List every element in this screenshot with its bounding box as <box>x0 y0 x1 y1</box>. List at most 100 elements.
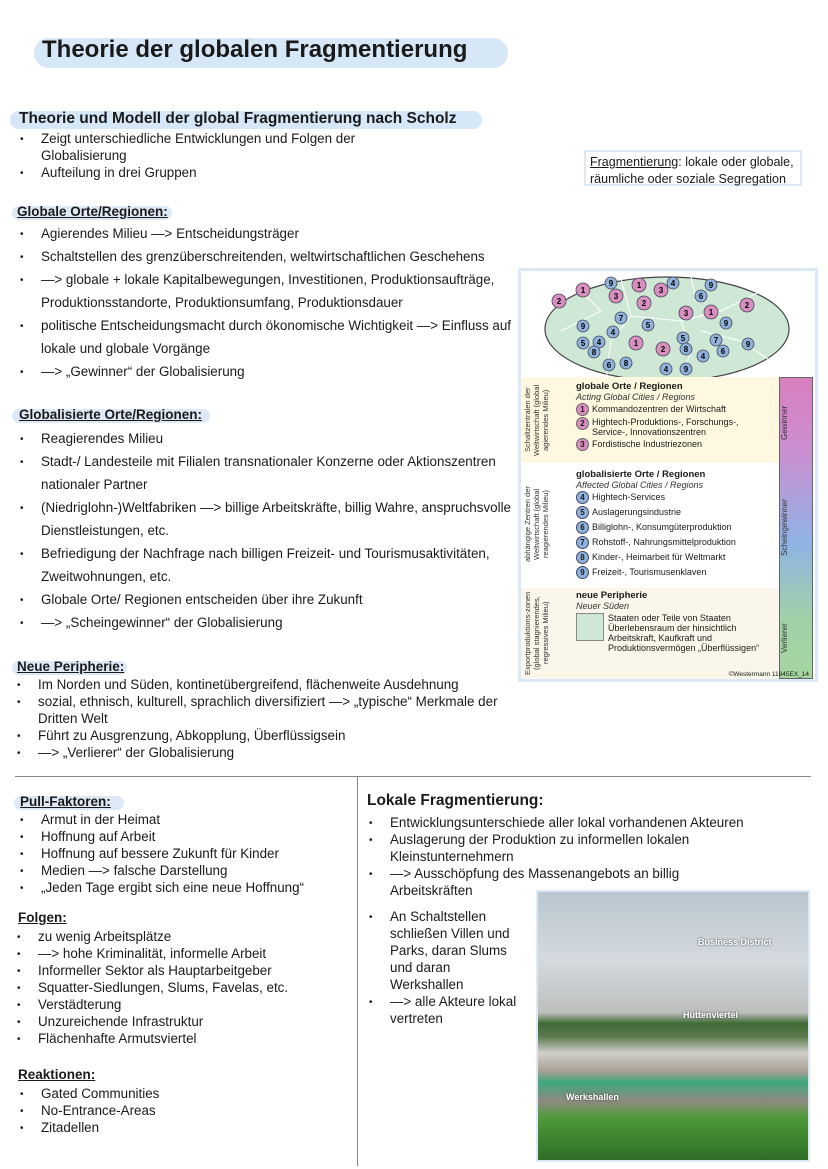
svg-text:2: 2 <box>557 297 562 306</box>
list-item: —> Ausschöpfung des Massenangebots an bi… <box>366 865 720 899</box>
list-item: Verstädterung <box>14 996 349 1014</box>
marker-icon: 6 <box>576 521 589 535</box>
svg-text:8: 8 <box>592 348 597 357</box>
svg-text:3: 3 <box>614 292 619 301</box>
map-marker-8: 8 <box>619 356 633 370</box>
legend-text: Hightech-Produktions-, Forschungs-, Serv… <box>592 417 739 437</box>
map-marker-4: 4 <box>592 335 606 349</box>
band-title: neue Peripherie <box>576 590 648 601</box>
map-marker-1: 1 <box>628 335 644 351</box>
map-marker-5: 5 <box>676 331 690 345</box>
heading-highlight <box>14 796 124 810</box>
lokal-list-2: An Schaltstellen schließen Villen und Pa… <box>366 908 526 1027</box>
periphery-map-icon <box>576 613 604 641</box>
map-marker-6: 6 <box>716 344 730 358</box>
slum-city-photo: Business District Hüttenviertel Werkshal… <box>536 890 810 1162</box>
legend-text: Rohstoff-, Nahrungsmittelproduktion <box>592 537 736 547</box>
list-item: Hoffnung auf bessere Zukunft für Kinder <box>17 845 352 863</box>
photo-label: Werkshallen <box>566 1092 619 1102</box>
legend-text: Kommandozentren der Wirtschaft <box>592 404 727 414</box>
band-legend: neue Peripherie Neuer Süden Staaten oder… <box>576 590 776 653</box>
list-item: Globale Orte/ Regionen entscheiden über … <box>17 588 517 612</box>
list-item: Reagierendes Milieu <box>17 427 517 451</box>
scale-label-scheingewinner: Scheingewinner <box>780 499 789 557</box>
map-marker-4: 4 <box>659 362 673 376</box>
svg-text:9: 9 <box>609 279 614 288</box>
globalisierte-list: Reagierendes Milieu Stadt-/ Landesteile … <box>17 427 517 635</box>
list-item: „Jeden Tage ergibt sich eine neue Hoffnu… <box>17 879 352 897</box>
svg-text:3: 3 <box>659 286 664 295</box>
list-item: —> hohe Kriminalität, informelle Arbeit <box>14 945 349 963</box>
title-highlight <box>34 38 508 68</box>
svg-text:5: 5 <box>681 334 686 343</box>
svg-text:5: 5 <box>581 339 586 348</box>
map-marker-1: 1 <box>575 282 591 298</box>
legend-text: Billiglohn-, Konsumgüterproduktion <box>592 522 732 532</box>
divider-vertical <box>357 776 358 1166</box>
map-marker-4: 4 <box>666 276 680 290</box>
list-item: Flächenhafte Armutsviertel <box>14 1030 349 1048</box>
list-item: Auslagerung der Produktion zu informelle… <box>366 831 720 865</box>
list-item: Medien —> falsche Darstellung <box>17 862 352 880</box>
svg-text:2: 2 <box>661 345 666 354</box>
svg-text:8: 8 <box>624 359 629 368</box>
definition-term: Fragmentierung <box>590 155 679 169</box>
lokal-list: Entwicklungsunterschiede aller lokal vor… <box>366 814 786 899</box>
marker-icon: 1 <box>576 403 589 417</box>
map-marker-9: 9 <box>704 278 718 292</box>
map-marker-1: 1 <box>631 277 647 293</box>
svg-text:4: 4 <box>597 338 602 347</box>
list-item: Agierendes Milieu —> Entscheidungsträger <box>17 222 517 246</box>
winner-loser-scale: Gewinner Scheingewinner Verlierer <box>779 377 813 679</box>
map-marker-4: 4 <box>696 349 710 363</box>
list-item: No-Entrance-Areas <box>17 1102 352 1120</box>
marker-icon: 7 <box>576 536 589 550</box>
list-item: Entwicklungsunterschiede aller lokal vor… <box>366 814 786 832</box>
list-item: Informeller Sektor als Hauptarbeitgeber <box>14 962 349 980</box>
list-item: zu wenig Arbeitsplätze <box>14 928 349 946</box>
svg-text:6: 6 <box>607 361 612 370</box>
divider-horizontal <box>15 776 811 777</box>
photo-label: Hüttenviertel <box>683 1010 739 1020</box>
marker-icon: 4 <box>576 491 589 505</box>
scale-label-gewinner: Gewinner <box>780 405 789 441</box>
heading-highlight <box>12 409 210 423</box>
map-marker-5: 5 <box>576 336 590 350</box>
svg-text:1: 1 <box>637 281 642 290</box>
reaktionen-list: Gated CommunitiesNo-Entrance-AreasZitade… <box>17 1085 352 1137</box>
globale-heading: Globale Orte/Regionen: <box>17 204 168 219</box>
svg-text:7: 7 <box>619 314 624 323</box>
svg-text:1: 1 <box>634 339 639 348</box>
list-item: Zeigt unterschiedliche Entwicklungen und… <box>17 130 377 164</box>
svg-text:2: 2 <box>745 301 750 310</box>
reaktionen-heading: Reaktionen: <box>18 1067 96 1082</box>
list-item: Befriedigung der Nachfrage nach billigen… <box>17 542 517 588</box>
legend-text: Hightech-Services <box>592 492 666 502</box>
peripherie-list: Im Norden und Süden, kontinetübergreifen… <box>14 676 524 762</box>
marker-icon: 8 <box>576 551 589 565</box>
list-item: Squatter-Siedlungen, Slums, Favelas, etc… <box>14 979 349 997</box>
map-marker-8: 8 <box>679 342 693 356</box>
list-item: Stadt-/ Landesteile mit Filialen transna… <box>17 450 517 496</box>
svg-text:9: 9 <box>684 365 689 374</box>
list-item: Hoffnung auf Arbeit <box>17 828 352 846</box>
list-item: —> „Verlierer“ der Globalisierung <box>14 744 524 762</box>
legend-text: Auslagerungsindustrie <box>592 507 682 517</box>
list-item: Zitadellen <box>17 1119 352 1137</box>
scale-label-verlierer: Verlierer <box>780 623 789 653</box>
list-item: Unzureichende Infrastruktur <box>14 1013 349 1031</box>
list-item: —> globale + lokale Kapitalbewegungen, I… <box>17 268 517 314</box>
list-item: —> „Scheingewinner“ der Globalisierung <box>17 611 517 635</box>
list-item: —> „Gewinner“ der Globalisierung <box>17 360 517 384</box>
map-marker-9: 9 <box>604 276 618 290</box>
svg-text:4: 4 <box>611 328 616 337</box>
peripherie-heading: Neue Peripherie: <box>17 659 125 674</box>
